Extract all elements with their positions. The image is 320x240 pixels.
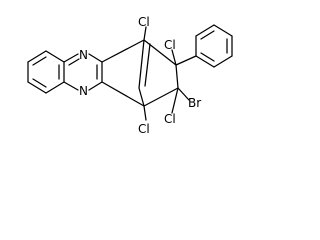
chlorine-label-bridge-top: Cl <box>164 38 176 52</box>
bicyclo-cage <box>101 26 197 121</box>
structure-canvas: N N Cl Cl Br Cl Cl <box>27 15 233 136</box>
benzene-ring-left <box>27 50 65 94</box>
chlorine-label-bridgehead-bottom: Cl <box>138 122 150 136</box>
chlorine-label-bridge-bottom: Cl <box>164 112 176 126</box>
chemical-structure-diagram: N N Cl Cl Br Cl Cl <box>27 15 233 136</box>
phenyl-ring <box>195 24 233 68</box>
bromine-label: Br <box>188 96 201 110</box>
chlorine-label-bridgehead-top: Cl <box>138 15 150 29</box>
nitrogen-label-bottom: N <box>79 84 88 98</box>
nitrogen-label-top: N <box>79 48 88 62</box>
pyrazine-ring <box>63 53 103 91</box>
